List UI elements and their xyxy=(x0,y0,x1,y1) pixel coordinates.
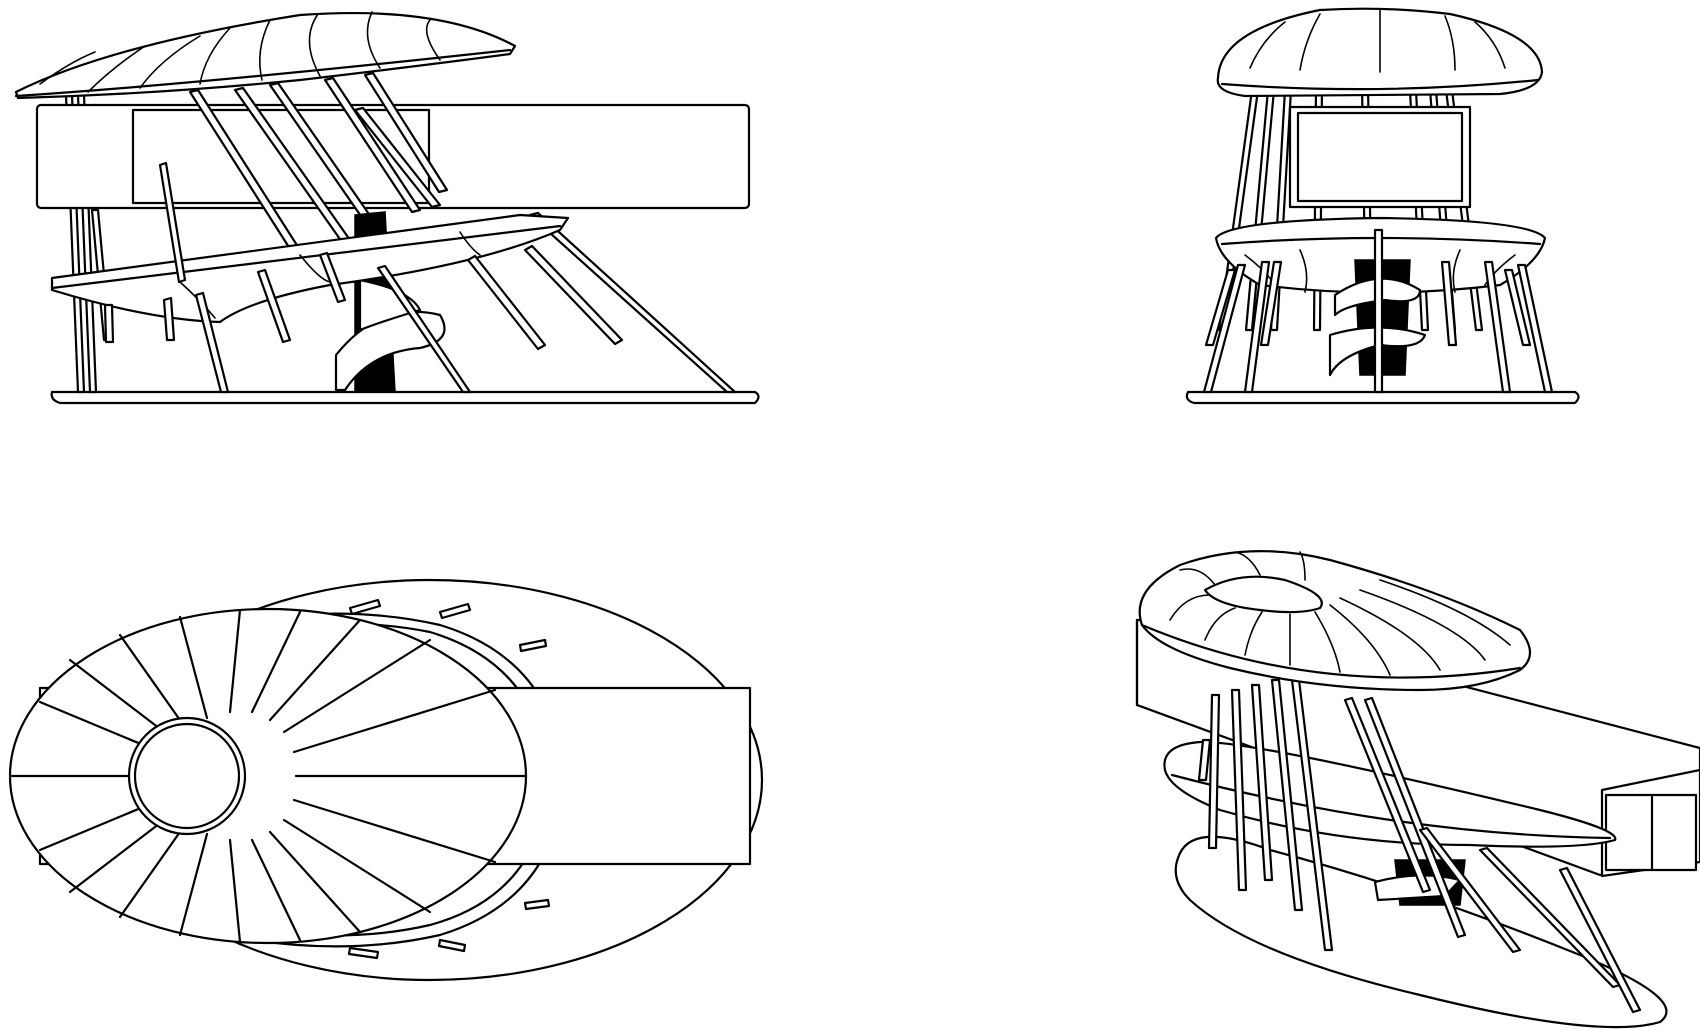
canopy-roof xyxy=(1216,7,1544,98)
front-elevation-view xyxy=(1185,7,1580,405)
diagonal-columns xyxy=(188,71,737,394)
post-stubs xyxy=(347,598,551,960)
isometric-view xyxy=(1135,550,1700,1029)
top-plan-view xyxy=(8,578,764,982)
side-elevation-view xyxy=(14,11,760,405)
canopy-roof xyxy=(1138,550,1532,692)
canopy-oculus-inner xyxy=(133,722,241,830)
canopy-roof xyxy=(14,11,517,100)
canopy-oculus xyxy=(127,716,247,836)
canopy-ribs xyxy=(10,608,528,944)
ground-slab xyxy=(1185,390,1580,405)
box-beam-opening xyxy=(1296,111,1464,203)
front-posts xyxy=(103,161,624,394)
front-posts xyxy=(1202,228,1554,394)
mid-deck xyxy=(50,213,570,324)
ground-slab xyxy=(50,390,760,405)
